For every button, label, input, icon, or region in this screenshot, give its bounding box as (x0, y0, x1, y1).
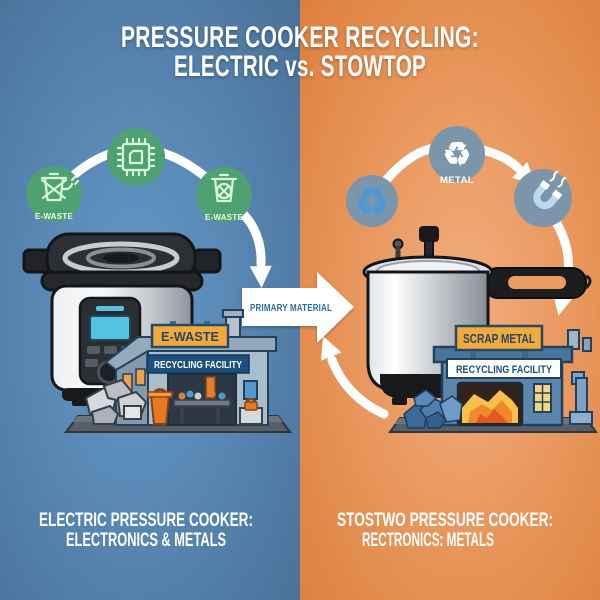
e-waste-sign-label: E-WASTE (161, 329, 219, 344)
right-caption-line-2: RECTRONICS: METALS (362, 530, 494, 551)
scrap-metal-pile (403, 389, 463, 429)
title-line-1: PRESSURE COOKER RECYCLING: (121, 21, 479, 54)
facility-banner (446, 358, 562, 379)
e-waste-bin-icon: E-WASTE (196, 167, 252, 223)
e-waste-sign (150, 323, 230, 349)
locked-box (239, 397, 263, 425)
right-caption: STOSTWO PRESSURE COOKER: RECTRONICS: MET… (337, 510, 553, 551)
lcd-screen (89, 315, 131, 341)
conveyor-belt (173, 399, 231, 407)
scrap-metal-recycling-facility: SCRAP METAL RECYCLING FACILITY (388, 324, 598, 433)
garage-opening (167, 373, 237, 426)
facility-banner-label: RECYCLING FACILITY (154, 359, 242, 371)
orange-trash-bin (147, 388, 173, 425)
left-caption-line-1: ELECTRIC PRESSURE COOKER: (39, 510, 253, 531)
left-caption-line-2: ELECTRONICS & METALS (66, 530, 226, 551)
e-waste-label-2: E-WASTE (205, 212, 243, 222)
primary-material-label: PRIMARY MATERIAL (250, 302, 332, 314)
roof (104, 336, 277, 372)
right-handle (192, 248, 222, 274)
magnet-icon (514, 169, 572, 227)
lid-knob (419, 226, 439, 242)
pot-handle (483, 267, 592, 299)
recycle-glyph-white: ♻ (443, 136, 472, 172)
side-window (135, 368, 146, 386)
furnace (456, 381, 524, 427)
facility-banner-label: RECYCLING FACILITY (456, 364, 553, 376)
front-window (533, 383, 552, 413)
e-waste-bin-plug-icon: E-WASTE (26, 166, 82, 222)
roof-pipe (567, 329, 580, 350)
circuit-chip-icon (107, 128, 165, 186)
left-caption: ELECTRIC PRESSURE COOKER: ELECTRONICS & … (39, 510, 253, 551)
side-pipe (569, 371, 593, 425)
recycle-glyph: ♻ (355, 182, 389, 224)
scrap-metal-sign-label: SCRAP METAL (463, 331, 535, 346)
recycle-arrows-icon: ♻ (346, 175, 398, 227)
title: PRESSURE COOKER RECYCLING: ELECTRIC vs. … (121, 21, 479, 83)
title-line-2: ELECTRIC vs. STOWTOP (174, 50, 426, 83)
right-caption-line-1: STOSTWO PRESSURE COOKER: (337, 510, 553, 531)
e-waste-label-1: E-WASTE (35, 211, 73, 221)
metal-recycle-icon: ♻ METAL (429, 126, 485, 186)
e-waste-recycling-facility: E-WASTE RECYCLING FACILITY (64, 309, 292, 433)
scrap-metal-sign (454, 324, 544, 352)
front-window (243, 380, 258, 400)
primary-material-arrow: PRIMARY MATERIAL (242, 272, 354, 343)
e-waste-junk-pile (84, 378, 148, 425)
metal-label: METAL (440, 175, 474, 186)
